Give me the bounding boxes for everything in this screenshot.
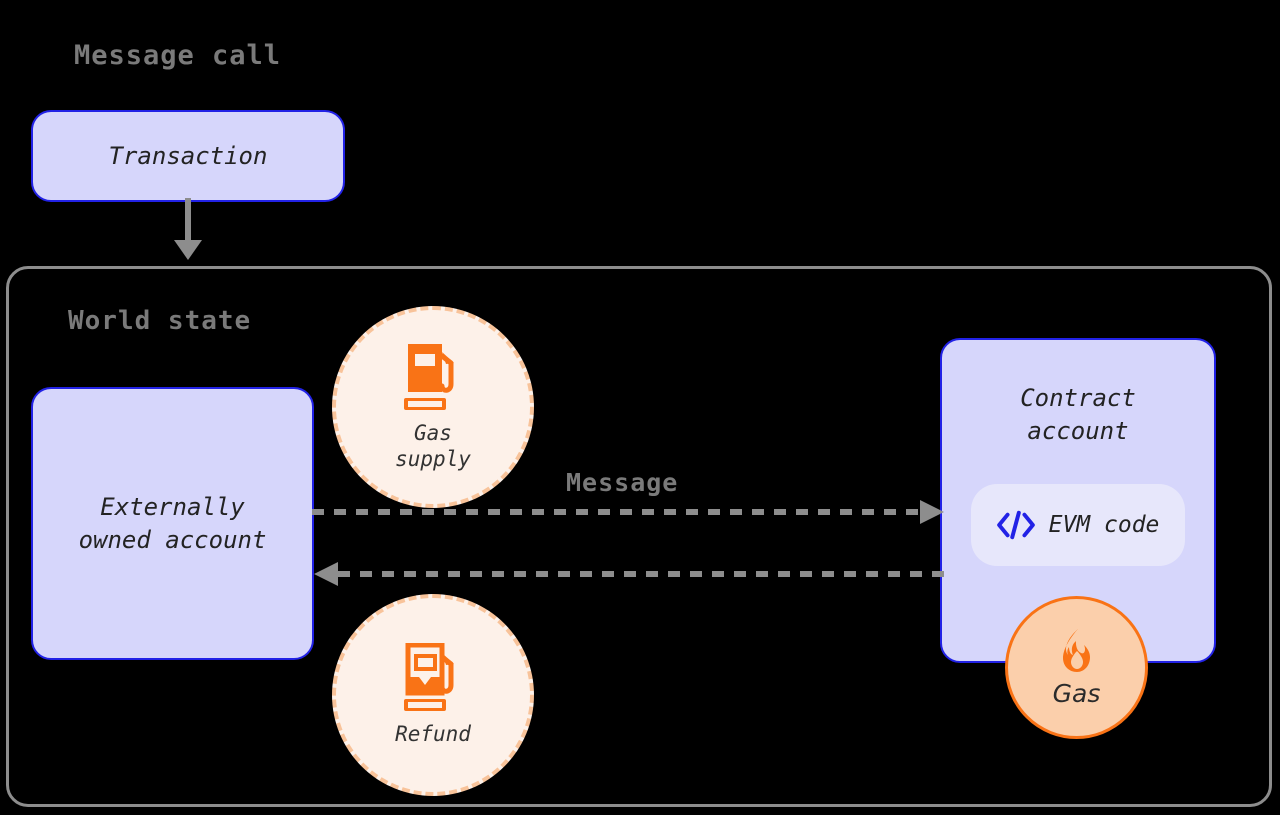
arrow-transaction-to-world-state bbox=[174, 198, 202, 260]
page-title: Message call bbox=[74, 40, 282, 71]
badge-refund[interactable]: Refund bbox=[332, 594, 534, 796]
code-brackets-icon bbox=[996, 510, 1035, 540]
badge-gas-flame-label: Gas bbox=[1052, 679, 1101, 708]
flame-icon bbox=[1062, 629, 1090, 672]
arrow-message-return bbox=[314, 562, 946, 586]
arrow-message-forward bbox=[312, 500, 944, 524]
node-eoa-label: Externally owned account bbox=[78, 492, 267, 554]
evm-code-pill[interactable]: EVM code bbox=[971, 484, 1185, 566]
gas-pump-full-icon bbox=[404, 343, 454, 410]
evm-code-label: EVM code bbox=[1048, 512, 1160, 538]
node-transaction[interactable]: Transaction bbox=[31, 110, 345, 202]
badge-gas-supply[interactable]: Gas supply bbox=[332, 306, 534, 508]
node-transaction-label: Transaction bbox=[108, 141, 268, 170]
edge-label-message: Message bbox=[566, 468, 679, 497]
world-state-container bbox=[6, 266, 1272, 807]
gas-pump-partial-icon bbox=[404, 642, 454, 711]
node-externally-owned-account[interactable]: Externally owned account bbox=[31, 387, 314, 660]
badge-refund-label: Refund bbox=[395, 721, 471, 746]
node-contract-account-label: Contract account bbox=[1020, 384, 1136, 445]
world-state-title: World state bbox=[68, 306, 252, 336]
badge-gas-flame[interactable]: Gas bbox=[1005, 596, 1148, 739]
badge-gas-supply-label: Gas supply bbox=[395, 420, 471, 471]
